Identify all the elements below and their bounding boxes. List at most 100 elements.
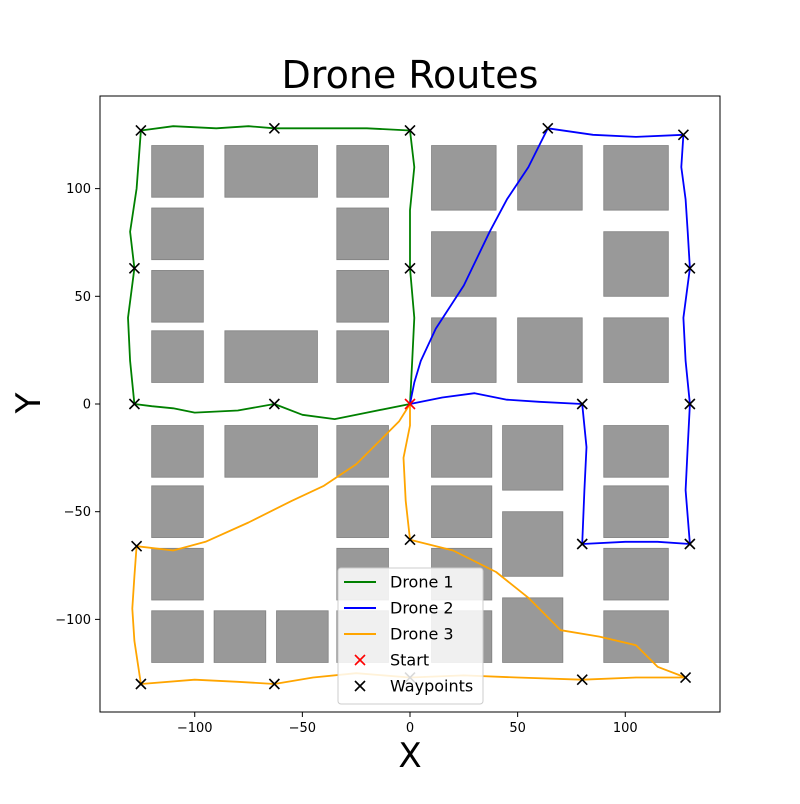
route-drone-2: [409, 127, 691, 545]
obstacle-18: [151, 425, 204, 478]
waypoint-marker-10: [684, 398, 696, 410]
obstacle-12: [603, 145, 669, 211]
obstacle-31: [603, 425, 669, 478]
obstacle-7: [151, 330, 204, 383]
waypoint-marker-7: [542, 122, 554, 134]
waypoint-marker-14: [131, 540, 143, 552]
y-tick-label-neg50: −50: [64, 505, 91, 520]
waypoint-marker-2: [404, 124, 416, 137]
waypoint-marker-5: [128, 398, 141, 410]
legend-label-start: Start: [390, 651, 429, 670]
chart-title: Drone Routes: [282, 53, 539, 97]
start-marker-stroke-b: [404, 398, 416, 410]
waypoint-marker-1: [268, 122, 280, 134]
legend-label-waypoints: Waypoints: [390, 677, 473, 696]
obstacle-20: [336, 425, 389, 478]
waypoint-marker-5-stroke-b: [128, 398, 141, 410]
obstacle-11: [517, 145, 583, 211]
obstacle-21: [151, 485, 204, 538]
obstacle-26: [213, 610, 267, 663]
waypoint-marker-15-stroke-b: [404, 534, 416, 546]
waypoint-marker-7-stroke-b: [542, 122, 554, 134]
obstacle-15: [431, 317, 497, 383]
obstacle-32: [431, 485, 493, 538]
obstacle-14: [603, 231, 669, 297]
waypoint-marker-4: [404, 262, 416, 274]
legend-swatch-waypoints-stroke-b: [354, 680, 366, 692]
waypoint-marker-2-stroke-b: [404, 124, 416, 137]
legend-label-drone-1: Drone 1: [390, 573, 454, 592]
start-marker: [404, 398, 416, 410]
obstacle-0: [151, 145, 204, 198]
waypoint-marker-20: [679, 671, 692, 684]
waypoint-marker-6-stroke-b: [268, 398, 280, 410]
legend-swatch-waypoints: [354, 680, 366, 692]
x-axis-label: X: [398, 736, 421, 776]
obstacle-25: [151, 610, 204, 663]
obstacle-19: [224, 425, 318, 478]
waypoint-marker-13: [684, 538, 696, 550]
waypoint-marker-10-stroke-b: [684, 398, 696, 410]
waypoint-marker-12-stroke-b: [576, 538, 588, 550]
waypoint-marker-8-stroke-b: [677, 129, 689, 141]
waypoint-marker-3-stroke-b: [128, 262, 141, 274]
obstacle-4: [336, 207, 389, 261]
waypoint-marker-9-stroke-b: [684, 262, 696, 274]
x-tick-label-0: 0: [406, 721, 414, 736]
axes: −100 −50 0 50 100 100 50 0 −50 −100: [55, 95, 721, 736]
route-drone-1: [127, 125, 416, 421]
obstacle-5: [151, 270, 204, 323]
obstacle-23: [151, 547, 204, 601]
waypoint-marker-16: [135, 678, 147, 690]
obstacle-2: [336, 145, 389, 198]
waypoint-marker-11-stroke-b: [576, 398, 588, 410]
waypoint-marker-0: [135, 124, 147, 137]
waypoint-marker-20-stroke-b: [679, 671, 692, 684]
y-tick-label-100: 100: [66, 182, 91, 197]
plot-area: [127, 122, 696, 690]
obstacle-6: [336, 270, 389, 323]
y-tick-label-neg100: −100: [55, 613, 91, 628]
waypoint-marker-3: [128, 262, 141, 274]
obstacle-22: [336, 485, 389, 538]
waypoint-marker-8: [677, 129, 689, 141]
waypoint-marker-0-stroke-b: [135, 124, 147, 137]
y-tick-label-0: 0: [83, 398, 91, 413]
waypoint-marker-14-stroke-b: [131, 540, 143, 552]
obstacle-9: [336, 330, 389, 383]
obstacle-16: [517, 317, 583, 383]
obstacles: [151, 145, 669, 663]
waypoint-marker-11: [576, 398, 588, 410]
waypoint-marker-9: [684, 262, 696, 274]
obstacle-39: [603, 610, 669, 663]
obstacle-8: [224, 330, 318, 383]
waypoint-marker-17-stroke-b: [268, 678, 280, 690]
waypoint-marker-19: [576, 674, 588, 686]
y-axis-label: Y: [9, 392, 49, 414]
waypoint-marker-16-stroke-b: [135, 678, 147, 690]
y-tick-label-50: 50: [74, 290, 91, 305]
waypoint-marker-13-stroke-b: [684, 538, 696, 550]
obstacle-30: [502, 425, 564, 491]
obstacle-29: [431, 425, 493, 478]
obstacle-27: [276, 610, 329, 663]
obstacle-38: [502, 597, 564, 663]
obstacle-36: [603, 547, 669, 601]
obstacle-33: [502, 511, 564, 577]
legend-swatch-start: [354, 654, 366, 666]
obstacle-10: [431, 145, 497, 211]
x-tick-label-neg100: −100: [177, 721, 213, 736]
x-tick-label-neg50: −50: [289, 721, 316, 736]
obstacle-34: [603, 485, 669, 538]
x-tick-label-50: 50: [509, 721, 526, 736]
obstacle-3: [151, 207, 204, 261]
legend-label-drone-2: Drone 2: [390, 599, 454, 618]
waypoint-marker-19-stroke-b: [576, 674, 588, 686]
x-tick-label-100: 100: [613, 721, 638, 736]
waypoint-marker-17: [268, 678, 280, 690]
legend-label-drone-3: Drone 3: [390, 625, 454, 644]
waypoint-marker-15: [404, 534, 416, 546]
obstacle-1: [224, 145, 318, 198]
